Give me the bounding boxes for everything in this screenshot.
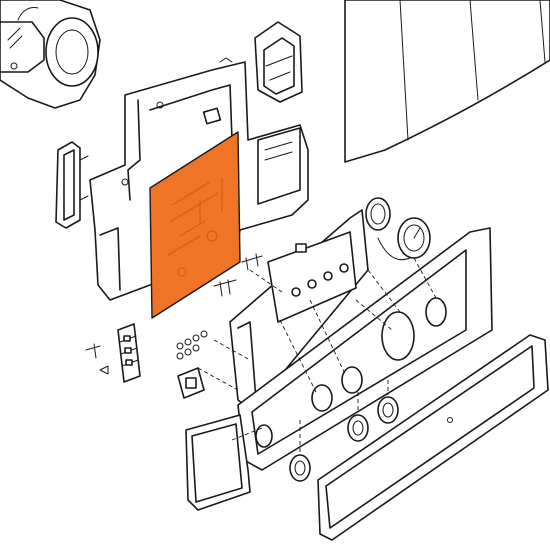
cabinet-side-panel <box>344 0 550 163</box>
screw-icon <box>213 253 263 297</box>
leader-lines <box>197 257 437 452</box>
circuit-board-icon <box>149 131 241 319</box>
pump-motor-icon <box>0 0 101 109</box>
casing-panel-icon <box>185 414 251 511</box>
terminal-block-icon <box>85 323 141 383</box>
screw-icon <box>176 330 208 360</box>
door-panel-icon <box>317 334 549 541</box>
bracket-icon <box>254 21 303 103</box>
gauge-icon <box>365 197 431 261</box>
knob-icon <box>289 396 399 482</box>
bracket-icon <box>55 141 89 229</box>
fascia-icon <box>237 227 493 471</box>
fuse-icon <box>177 367 205 399</box>
